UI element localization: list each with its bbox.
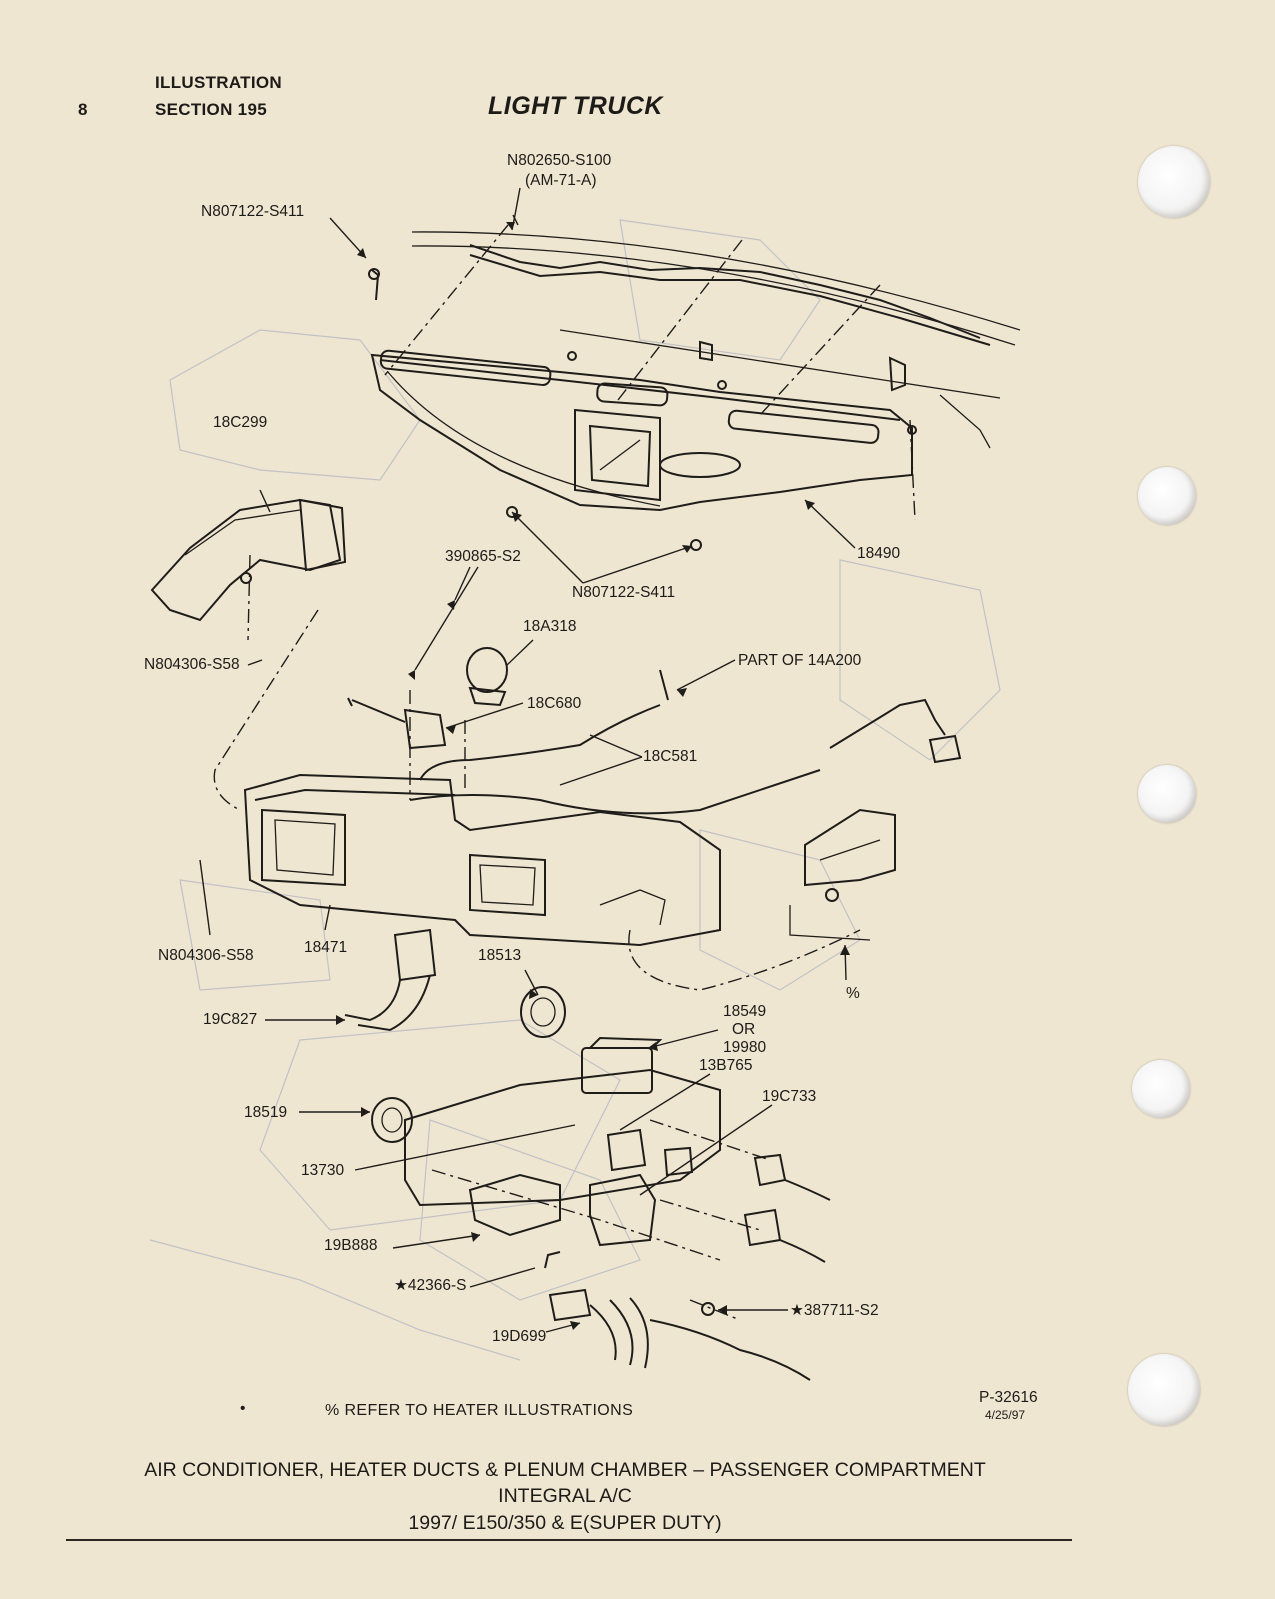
callout-18471: 18471	[304, 939, 348, 956]
callout-18c581: 18C581	[643, 748, 698, 765]
footnote-bullet: •	[240, 1400, 246, 1417]
callout-part-of-14a200: PART OF 14A200	[738, 652, 862, 669]
callout-18513: 18513	[478, 947, 522, 964]
evaporator-case-art	[213, 554, 962, 1032]
bleed-through-ghost-art	[149, 219, 1001, 1361]
callout-13b765: 13B765	[699, 1057, 753, 1074]
callout-18c680: 18C680	[527, 695, 582, 712]
binder-hole-5	[1128, 1354, 1200, 1426]
callout-n807122-s411-top: N807122-S411	[201, 203, 305, 220]
callout-19c733: 19C733	[762, 1088, 817, 1105]
callout-18c299: 18C299	[213, 414, 268, 431]
footnote-text: % REFER TO HEATER ILLUSTRATIONS	[325, 1402, 634, 1419]
binder-hole-2	[1138, 467, 1196, 525]
callout-18519: 18519	[244, 1104, 288, 1121]
page-title: LIGHT TRUCK	[488, 92, 663, 120]
footer-rule	[66, 1539, 1072, 1541]
figure-date: 4/25/97	[985, 1408, 1026, 1422]
callout-or: OR	[732, 1021, 756, 1038]
callout-13730: 13730	[301, 1162, 345, 1179]
figure-reference-number: P-32616	[979, 1389, 1038, 1406]
callout-n804306-s58-bottom: N804306-S58	[158, 947, 254, 964]
header-section-label: SECTION 195	[155, 100, 267, 119]
callout-19d699: 19D699	[492, 1328, 547, 1345]
callout-n802650-s100: N802650-S100	[507, 152, 612, 169]
callout-390865-s2: 390865-S2	[445, 548, 521, 565]
callout-18a318: 18A318	[523, 618, 577, 635]
callout-n807122-s411-mid: N807122-S411	[572, 584, 676, 601]
page-number: 8	[78, 100, 88, 119]
callout-am-71-a: (AM-71-A)	[525, 172, 597, 189]
callout-n804306-s58-top: N804306-S58	[144, 656, 240, 673]
heater-bracket-art	[789, 808, 896, 941]
callout-42366-s: ★42366-S	[394, 1277, 467, 1294]
plenum-chamber-art	[368, 224, 1021, 551]
callout-18490: 18490	[857, 545, 901, 562]
caption-line-2: INTEGRAL A/C	[498, 1485, 632, 1507]
leader-lines	[199, 187, 856, 1333]
binder-hole-4	[1132, 1060, 1190, 1118]
caption-line-1: AIR CONDITIONER, HEATER DUCTS & PLENUM C…	[144, 1459, 986, 1481]
callout-19c827: 19C827	[203, 1011, 258, 1028]
binder-hole-1	[1138, 146, 1210, 218]
blower-component-18513-art	[520, 986, 566, 1038]
callout-387711-s2: ★387711-S2	[790, 1302, 879, 1319]
callout-percent-marker: %	[846, 985, 860, 1002]
binder-hole-3	[1138, 765, 1196, 823]
duct-18c299-art	[150, 498, 347, 622]
caption-line-3: 1997/ E150/350 & E(SUPER DUTY)	[408, 1512, 722, 1534]
callout-18549: 18549	[723, 1003, 767, 1020]
header-illustration-label: ILLUSTRATION	[155, 73, 282, 92]
callout-19980: 19980	[723, 1039, 767, 1056]
callout-19b888: 19B888	[324, 1237, 378, 1254]
